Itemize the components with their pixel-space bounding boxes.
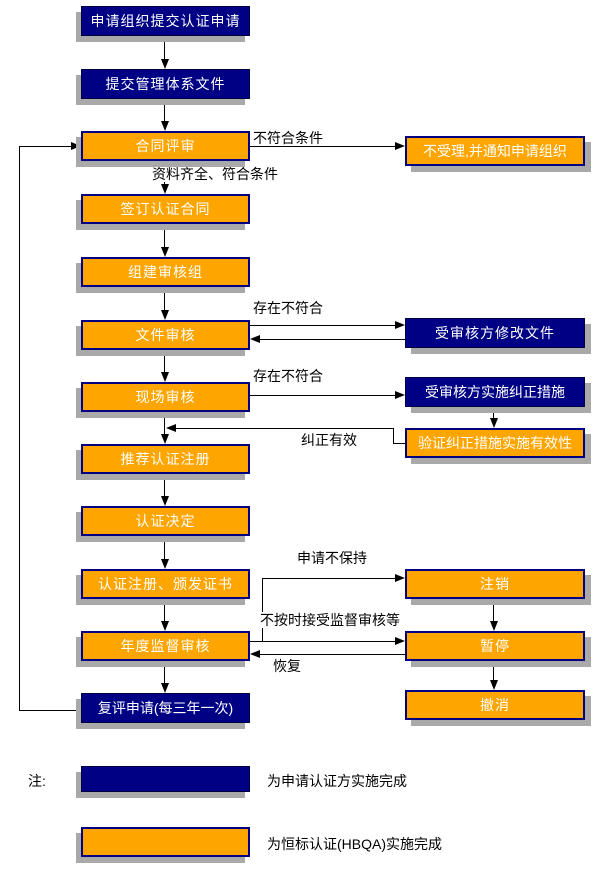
connector-cancel-to-suspend (493, 599, 494, 621)
connector-v4 (164, 224, 165, 247)
node-recommend-registration: 推荐认证注册 (81, 444, 250, 474)
edge-label-not-meet-conditions: 不符合条件 (252, 130, 324, 146)
arrowhead-loop-into-contract-review (71, 142, 81, 150)
node-form-audit-team: 组建审核组 (81, 257, 250, 287)
legend-swatch-orange (81, 827, 250, 857)
arrowhead-v3 (161, 184, 169, 194)
node-revocation: 撤消 (405, 690, 585, 720)
connector-v1 (164, 36, 165, 59)
node-verify-corrective-effectiveness: 验证纠正措施实施有效性 (405, 428, 585, 458)
connector-onsite-to-corrective (250, 395, 395, 396)
connector-corrective-to-verify (493, 407, 494, 418)
arrowhead-v5 (161, 310, 169, 320)
connector-loop-top (19, 146, 72, 147)
arrowhead-v8 (161, 496, 169, 506)
connector-v8 (164, 474, 165, 496)
node-contract-review: 合同评审 (81, 131, 250, 161)
arrowhead-into-modify (395, 321, 405, 329)
arrowhead-v10 (161, 621, 169, 631)
node-sign-contract: 签订认证合同 (81, 194, 250, 224)
connector-verify-feedback-run (176, 428, 393, 429)
node-auditee-modify-documents: 受审核方修改文件 (405, 318, 585, 348)
arrowhead-v11 (161, 683, 169, 693)
arrowhead-back-into-docaudit (250, 335, 260, 343)
connector-v11 (164, 661, 165, 683)
node-onsite-audit: 现场审核 (81, 382, 250, 412)
edge-label-nonconformity-doc: 存在不符合 (252, 300, 324, 316)
arrowhead-v1 (161, 59, 169, 69)
connector-loop-bottom (19, 710, 81, 711)
arrowhead-into-cancellation (395, 574, 405, 582)
node-annual-supervision-audit: 年度监督审核 (81, 631, 250, 661)
edge-label-correction-effective: 纠正有效 (300, 432, 358, 448)
connector-v7 (164, 412, 165, 434)
connector-v6 (164, 350, 165, 372)
edge-label-resume: 恢复 (272, 658, 302, 674)
edge-label-not-accept-supervision: 不按时接受监督审核等 (259, 612, 401, 628)
connector-v2 (164, 99, 165, 121)
arrowhead-into-suspension-left (395, 637, 405, 645)
legend-note-label: 注: (28, 773, 46, 789)
connector-v10 (164, 599, 165, 621)
arrowhead-into-suspension (490, 621, 498, 631)
connector-loop-left-vertical (19, 146, 20, 711)
arrowhead-correction-effective (166, 424, 176, 432)
connector-cancel-branch-riser (262, 578, 263, 641)
arrowhead-into-notaccepted (395, 142, 405, 150)
connector-verify-feedback-riser (393, 428, 394, 444)
node-submit-documents: 提交管理体系文件 (81, 69, 250, 99)
node-cancellation: 注销 (405, 569, 585, 599)
connector-verify-feedback-stub (393, 443, 405, 444)
arrowhead-into-verify (490, 418, 498, 428)
legend-swatch-navy (81, 766, 250, 792)
connector-v9 (164, 536, 165, 559)
connector-suspend-to-revoke (493, 661, 494, 680)
node-document-audit: 文件审核 (81, 320, 250, 350)
connector-docaudit-to-modify (250, 325, 395, 326)
connector-suspension-to-supervision (260, 654, 405, 655)
connector-v5 (164, 287, 165, 310)
connector-modify-to-docaudit (260, 339, 405, 340)
arrowhead-back-into-supervision (250, 650, 260, 658)
arrowhead-into-corrective (395, 391, 405, 399)
connector-supervision-to-suspension (250, 641, 395, 642)
connector-cancel-branch-run (262, 578, 395, 579)
node-suspension: 暂停 (405, 631, 585, 661)
arrowhead-v7 (161, 434, 169, 444)
node-register-issue-certificate: 认证注册、颁发证书 (81, 569, 250, 599)
arrowhead-into-revocation (490, 680, 498, 690)
node-auditee-corrective-actions: 受审核方实施纠正措施 (405, 377, 585, 407)
node-reassessment-application: 复评申请(每三年一次) (81, 693, 250, 723)
node-submit-application: 申请组织提交认证申请 (81, 6, 250, 36)
arrowhead-v9 (161, 559, 169, 569)
connector-contract-to-notaccepted (250, 146, 395, 147)
edge-label-apply-not-maintain: 申请不保持 (296, 550, 368, 566)
legend-item-applicant-text: 为申请认证方实施完成 (267, 773, 407, 789)
edge-label-nonconformity-site: 存在不符合 (252, 368, 324, 384)
node-certification-decision: 认证决定 (81, 506, 250, 536)
arrowhead-v4 (161, 247, 169, 257)
node-not-accepted: 不受理,并通知申请组织 (405, 136, 585, 166)
legend-item-hbqa-text: 为恒标认证(HBQA)实施完成 (267, 836, 442, 852)
arrowhead-v6 (161, 372, 169, 382)
arrowhead-v2 (161, 121, 169, 131)
edge-label-materials-complete: 资料齐全、符合条件 (151, 166, 279, 182)
